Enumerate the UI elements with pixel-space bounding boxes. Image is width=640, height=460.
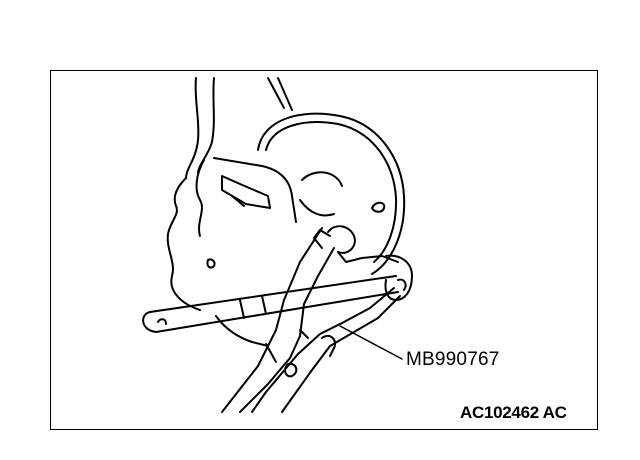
brake-disc	[257, 112, 406, 275]
tool-part-number: MB990767	[406, 349, 500, 370]
figure-frame	[50, 70, 598, 430]
steering-knuckle	[166, 157, 297, 363]
figure-code: AC102462 AC	[460, 403, 567, 422]
tool-socket-head	[313, 225, 413, 301]
tool-support-arm	[221, 227, 401, 413]
callout-leader	[339, 325, 403, 360]
tool-handle-bar	[142, 275, 399, 333]
